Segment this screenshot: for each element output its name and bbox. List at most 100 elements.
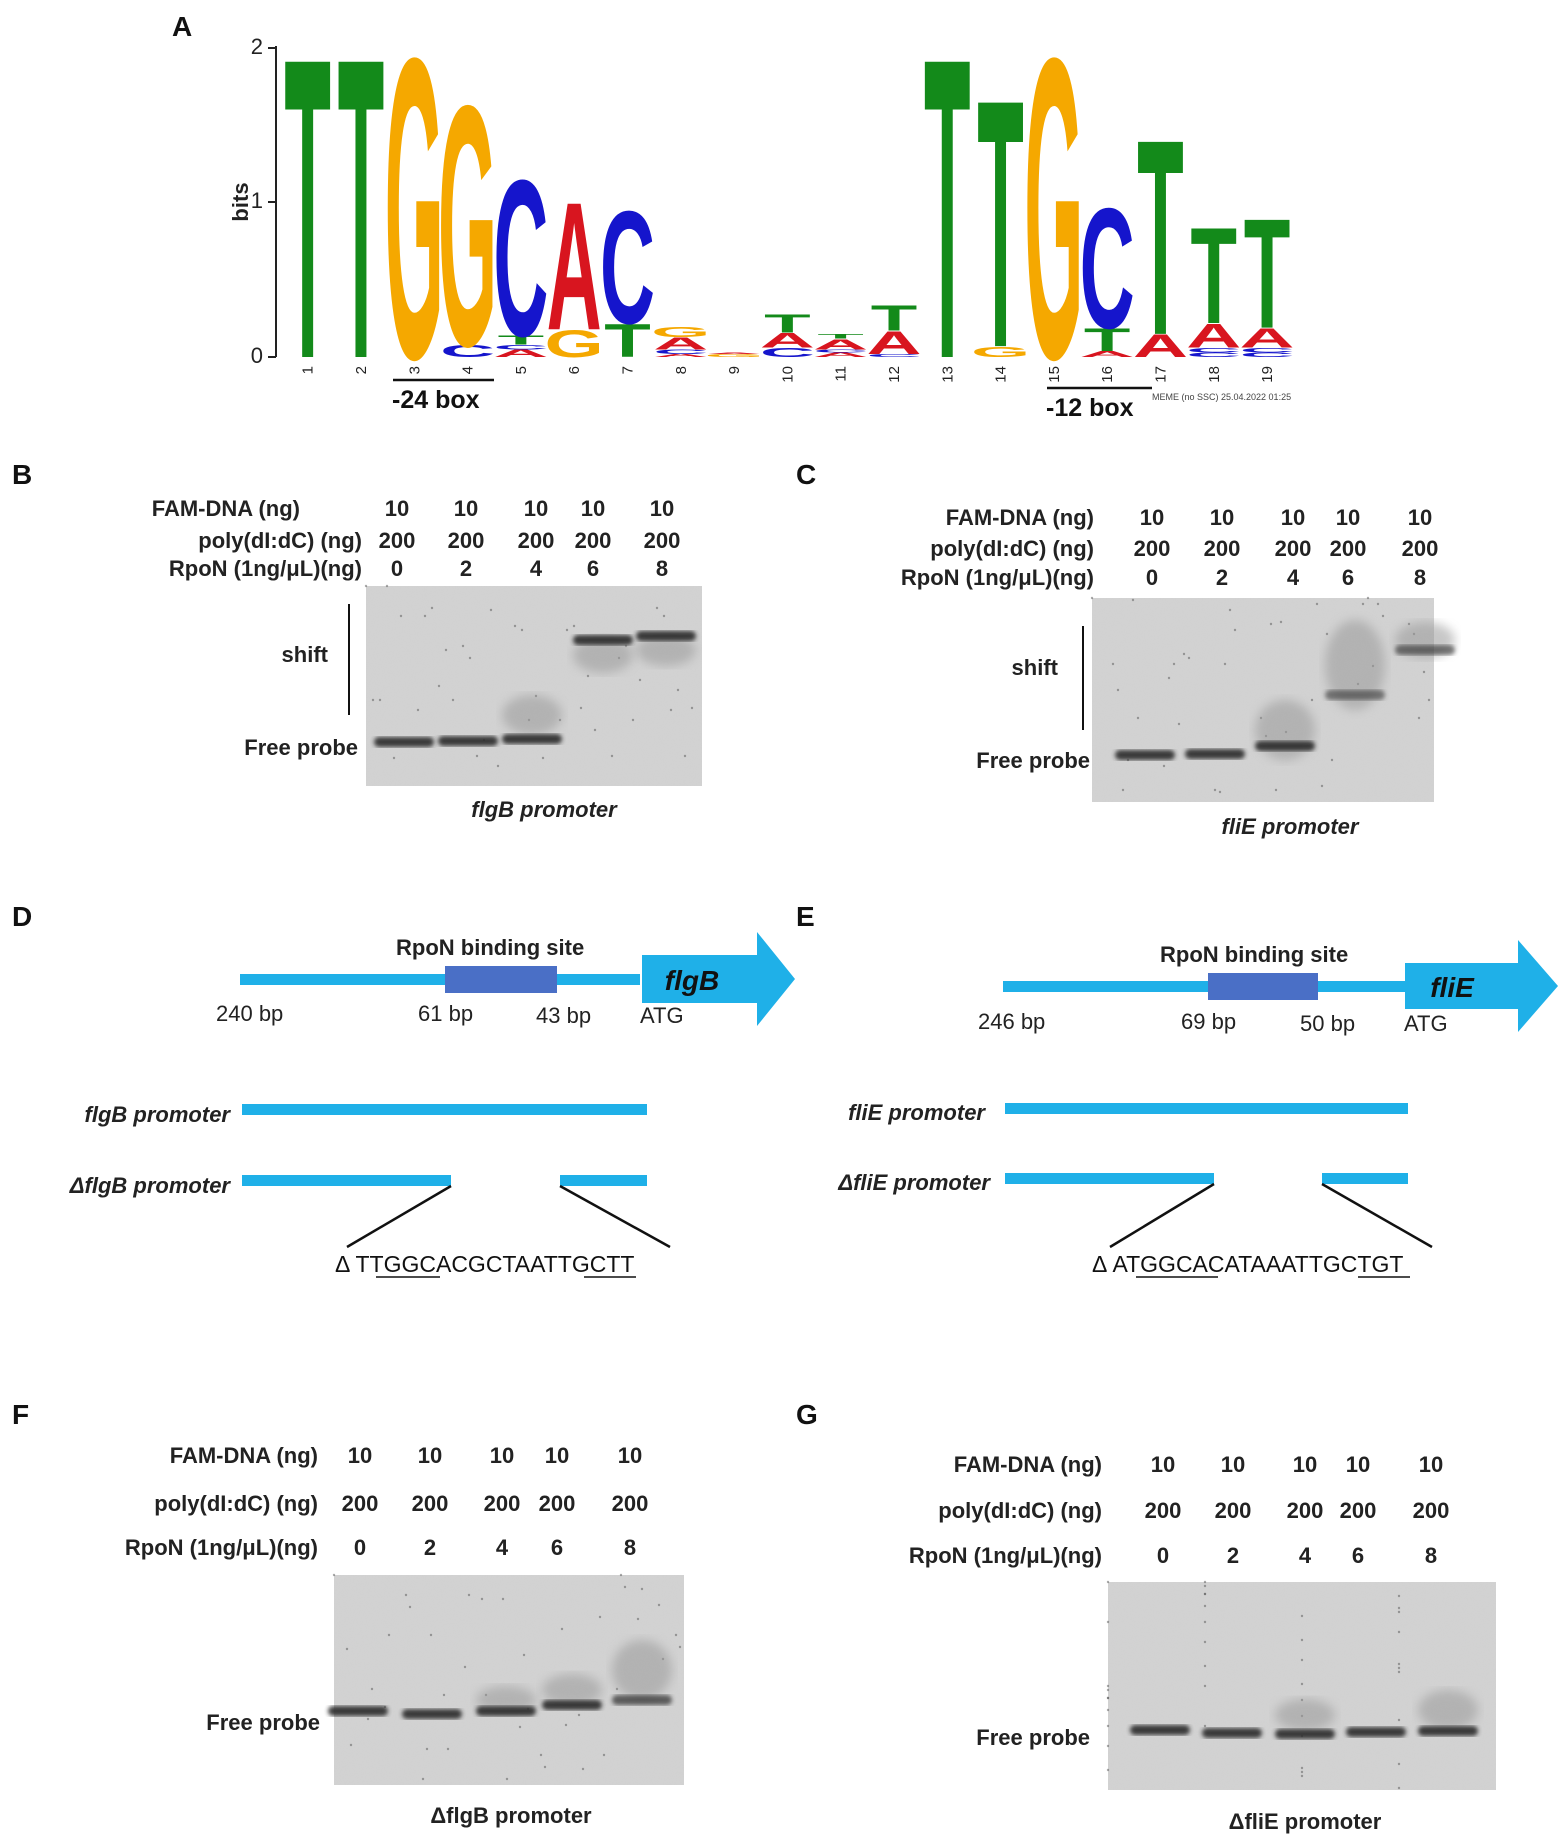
gel-speck <box>572 624 576 628</box>
gel-speck <box>1274 788 1278 792</box>
gel-speck <box>676 688 680 692</box>
condition-value: 6 <box>587 556 599 581</box>
logo-letter-a: A <box>1240 323 1295 354</box>
e-bp-mid1: 69 bp <box>1181 1009 1236 1034</box>
gel-speck <box>619 1573 623 1577</box>
gel-speck <box>463 1665 467 1669</box>
d-delta-seq: Δ TTGGCACGCTAATTGCTT <box>335 1251 634 1277</box>
gel-speck <box>1381 614 1385 618</box>
gel-speck <box>1300 1638 1304 1642</box>
gel-band <box>402 1709 462 1719</box>
gel-speck <box>1330 758 1334 762</box>
minus24-box-label: -24 box <box>392 386 480 414</box>
gel-speck <box>1106 1696 1110 1700</box>
logo-letter-a: A <box>547 163 602 368</box>
gel-speck <box>1397 1762 1401 1766</box>
condition-value: 2 <box>424 1535 436 1560</box>
b-free-probe-label: Free probe <box>244 735 358 760</box>
logo-position-label: 2 <box>353 366 370 374</box>
gel-speck <box>577 1713 581 1717</box>
logo-letter-c: C <box>1240 347 1295 354</box>
condition-value: 200 <box>379 528 416 553</box>
gel-band <box>1202 1728 1262 1738</box>
gel-band <box>1418 1726 1478 1736</box>
b-row-label-1: poly(dI:dC) (ng) <box>198 528 362 553</box>
minus12-box-label: -12 box <box>1046 394 1134 422</box>
condition-value: 200 <box>1402 536 1439 561</box>
d-bp-mid1: 61 bp <box>418 1001 473 1026</box>
gel-speck <box>636 1617 640 1621</box>
condition-value: 200 <box>575 528 612 553</box>
gel-smear <box>612 1640 672 1700</box>
gel-speck <box>423 614 427 618</box>
gel-speck <box>1182 652 1186 656</box>
f-row-label-1: poly(dI:dC) (ng) <box>154 1491 318 1516</box>
logo-position-label: 3 <box>406 366 423 374</box>
gel-speck <box>1223 662 1227 666</box>
condition-value: 8 <box>1425 1543 1437 1568</box>
g-row-label-2: RpoN (1ng/μL)(ng) <box>909 1543 1102 1568</box>
e-gene-label: fliE <box>1430 972 1475 1003</box>
gel-speck <box>513 624 517 628</box>
condition-value: 10 <box>348 1443 372 1468</box>
condition-value: 6 <box>1352 1543 1364 1568</box>
panel-letter-g: G <box>796 1399 818 1430</box>
gel-speck <box>678 1645 682 1649</box>
gel-speck <box>655 606 659 610</box>
panel-b: B FAM-DNA (ng) poly(dI:dC) (ng) RpoN (1n… <box>12 459 702 822</box>
d-delta-promoter-label: ΔflgB promoter <box>69 1173 232 1198</box>
condition-value: 10 <box>545 1443 569 1468</box>
gel-smear <box>573 637 633 673</box>
condition-value: 10 <box>1346 1452 1370 1477</box>
logo-position-label: 1 <box>300 366 317 374</box>
logo-letter-g: G <box>385 0 444 449</box>
gel-speck <box>602 1753 606 1757</box>
gel-speck <box>541 756 545 760</box>
d-delta-bar-left <box>242 1175 451 1186</box>
logo-letter-t: T <box>284 0 331 449</box>
gel-c <box>1090 596 1455 802</box>
logo-letter-t: T <box>977 27 1024 422</box>
b-row-label-2: RpoN (1ng/μL)(ng) <box>169 556 362 581</box>
condition-value: 200 <box>1215 1498 1252 1523</box>
gel-texture <box>1092 598 1434 802</box>
gel-speck <box>425 1747 429 1751</box>
condition-value: 200 <box>1204 536 1241 561</box>
condition-value: 10 <box>385 496 409 521</box>
d-site-label: RpoN binding site <box>396 935 584 960</box>
gel-speck <box>623 1585 627 1589</box>
gel-speck <box>638 678 642 682</box>
logo-letter-a: A <box>1186 317 1241 355</box>
panel-letter-d: D <box>12 901 32 932</box>
logo-letter-t: T <box>924 0 971 449</box>
gel-speck <box>349 1743 353 1747</box>
logo-letter-t: T <box>498 333 545 347</box>
logo-letter-c: C <box>1240 351 1295 358</box>
condition-value: 200 <box>1340 1498 1377 1523</box>
gel-speck <box>364 584 368 588</box>
gel-speck <box>1397 1670 1401 1674</box>
logo-letter-t: T <box>1244 188 1291 362</box>
logo-letter-t: T <box>871 298 918 339</box>
condition-value: 10 <box>1210 505 1234 530</box>
gel-speck <box>579 706 583 710</box>
logo-letter-c: C <box>866 353 921 358</box>
logo-letter-a: A <box>1080 349 1135 359</box>
gel-speck <box>1397 1606 1401 1610</box>
gel-speck <box>543 1765 547 1769</box>
gel-smear <box>1325 620 1385 710</box>
gel-band <box>1395 645 1455 655</box>
logo-letter-t: T <box>604 315 651 367</box>
gel-smear <box>636 634 696 666</box>
c-row-label-2: RpoN (1ng/μL)(ng) <box>901 565 1094 590</box>
gel-speck <box>392 756 396 760</box>
gel-speck <box>522 1653 526 1657</box>
gel-speck <box>1106 1724 1110 1728</box>
gel-speck <box>518 1725 522 1729</box>
condition-value: 200 <box>1330 536 1367 561</box>
gel-g <box>1106 1580 1496 1790</box>
